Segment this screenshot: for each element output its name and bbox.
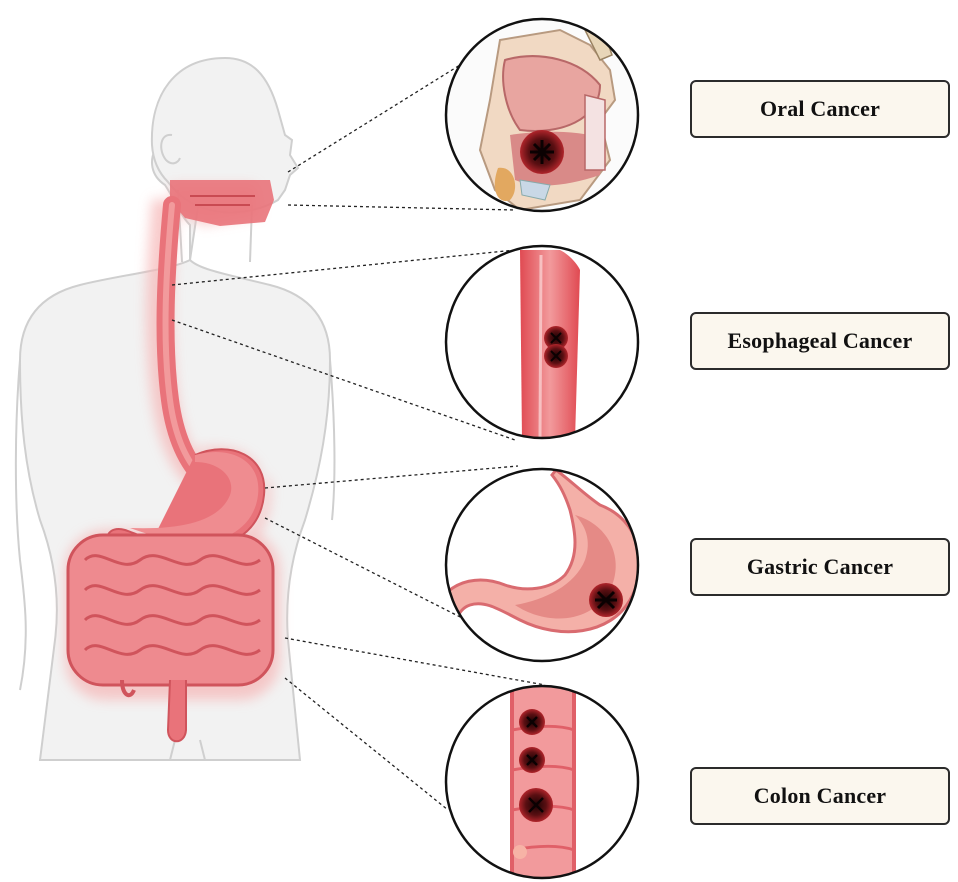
gastric-cancer-label: Gastric Cancer	[690, 538, 950, 596]
gastric-cancer-text: Gastric Cancer	[747, 554, 893, 580]
gastric-cancer-inset	[440, 469, 640, 661]
colon-cancer-label: Colon Cancer	[690, 767, 950, 825]
oral-cancer-text: Oral Cancer	[760, 96, 880, 122]
esophageal-cancer-label: Esophageal Cancer	[690, 312, 950, 370]
colon-cancer-inset	[446, 685, 638, 882]
esophageal-cancer-inset	[446, 246, 638, 440]
oral-cancer-inset	[440, 15, 650, 215]
colon-cancer-text: Colon Cancer	[754, 783, 887, 809]
oral-cancer-label: Oral Cancer	[690, 80, 950, 138]
esophageal-cancer-text: Esophageal Cancer	[728, 328, 913, 354]
